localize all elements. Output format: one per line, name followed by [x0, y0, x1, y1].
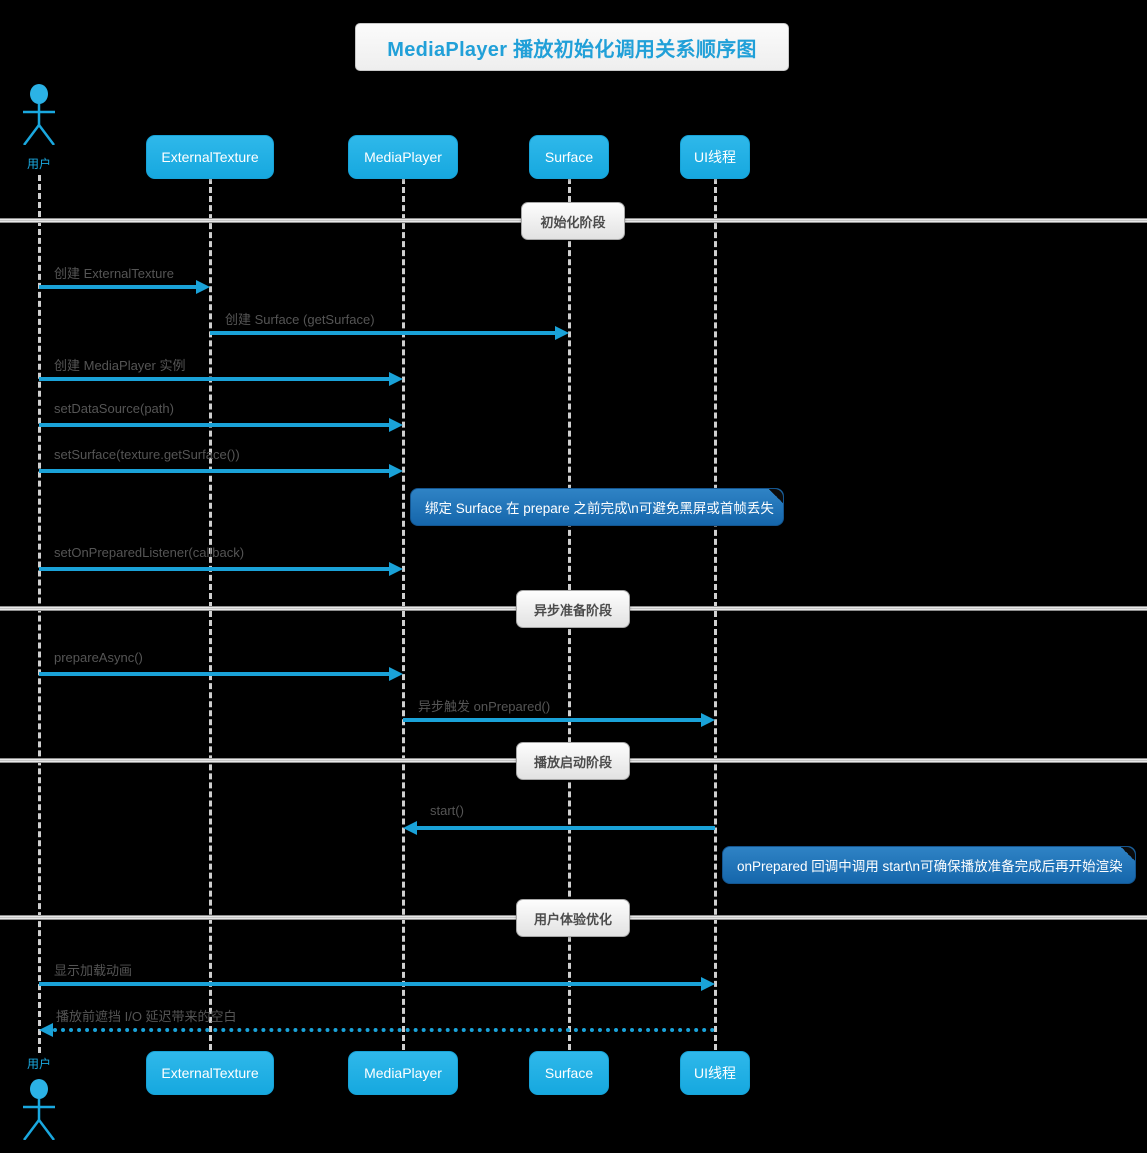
participant-surface-bottom[interactable]: Surface [529, 1051, 609, 1095]
participant-uithread-top[interactable]: UI线程 [680, 135, 750, 179]
lifeline-externaltexture [209, 178, 212, 1050]
message-arrow-line [417, 826, 715, 830]
message-label: 播放前遮挡 I/O 延迟带来的空白 [56, 1009, 237, 1024]
message-arrow-line [39, 982, 701, 986]
message-arrow-line [39, 377, 389, 381]
lifeline-uithread [714, 178, 717, 1050]
message-arrow-head [389, 562, 403, 576]
message-arrow-line [39, 469, 389, 473]
participant-mediaplayer-bottom[interactable]: MediaPlayer [348, 1051, 458, 1095]
actor-stick-figure-icon-bottom [23, 1079, 55, 1140]
page-title: MediaPlayer 播放初始化调用关系顺序图 [355, 23, 789, 71]
message-label: setOnPreparedListener(callback) [54, 545, 245, 560]
message-arrow-head [555, 326, 569, 340]
lifeline-actor [38, 175, 41, 1053]
message-arrow-head [196, 280, 210, 294]
message-label: setDataSource(path) [54, 401, 174, 416]
message-label: 创建 Surface (getSurface) [225, 312, 375, 327]
message-arrow-line [403, 718, 701, 722]
message-arrow-line-dotted [53, 1028, 715, 1032]
message-arrow-head [389, 418, 403, 432]
actor-label-bottom: 用户 [26, 1057, 51, 1071]
message-arrow-line [39, 567, 389, 571]
message-arrow-line [210, 331, 555, 335]
message-arrow-head [389, 464, 403, 478]
actor-stick-figure-icon [23, 84, 55, 145]
message-arrow-head [389, 372, 403, 386]
phase-label-playback-start: 播放启动阶段 [516, 742, 630, 780]
lifeline-mediaplayer [402, 178, 405, 1050]
participant-externaltexture-top[interactable]: ExternalTexture [146, 135, 274, 179]
message-arrow-head [701, 977, 715, 991]
note-surface-binding: 绑定 Surface 在 prepare 之前完成\n可避免黑屏或首帧丢失 [410, 488, 784, 526]
message-label: prepareAsync() [54, 650, 143, 665]
message-arrow-head [39, 1023, 53, 1037]
message-label: start() [430, 803, 464, 818]
message-arrow-line [39, 423, 389, 427]
message-arrow-head [389, 667, 403, 681]
message-label: 异步触发 onPrepared() [418, 699, 551, 714]
actor-label-top: 用户 [26, 157, 51, 171]
phase-label-initialization: 初始化阶段 [521, 202, 625, 240]
message-arrow-head [403, 821, 417, 835]
phase-label-async-prepare: 异步准备阶段 [516, 590, 630, 628]
note-onprepared-start: onPrepared 回调中调用 start\n可确保播放准备完成后再开始渲染 [722, 846, 1136, 884]
message-arrow-line [39, 285, 196, 289]
participant-mediaplayer-top[interactable]: MediaPlayer [348, 135, 458, 179]
phase-label-ux-optimization: 用户体验优化 [516, 899, 630, 937]
participant-uithread-bottom[interactable]: UI线程 [680, 1051, 750, 1095]
message-arrow-line [39, 672, 389, 676]
message-label: 创建 MediaPlayer 实例 [54, 358, 186, 373]
message-label: 创建 ExternalTexture [54, 266, 174, 281]
message-label: 显示加载动画 [54, 963, 133, 978]
message-arrow-head [701, 713, 715, 727]
participant-surface-top[interactable]: Surface [529, 135, 609, 179]
participant-externaltexture-bottom[interactable]: ExternalTexture [146, 1051, 274, 1095]
message-label: setSurface(texture.getSurface()) [54, 447, 240, 462]
